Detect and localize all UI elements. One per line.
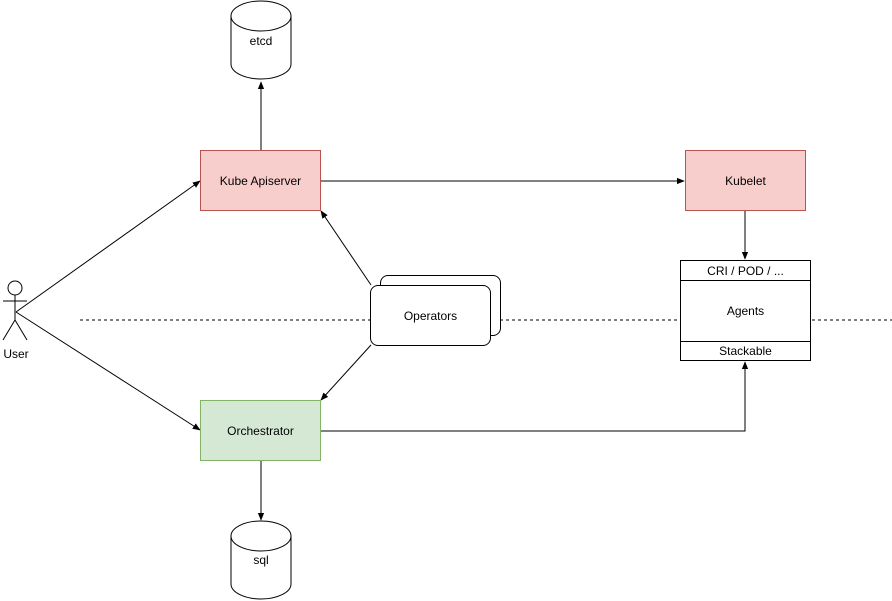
sql-database[interactable] <box>230 520 292 600</box>
kube-apiserver-label: Kube Apiserver <box>219 173 302 188</box>
agents-stack-bottom: Stackable <box>681 341 810 360</box>
sql-label: sql <box>253 553 269 567</box>
orchestrator-label: Orchestrator <box>227 423 294 438</box>
etcd-database[interactable] <box>230 0 292 80</box>
agents-stack-top: CRI / POD / ... <box>681 261 810 281</box>
orchestrator-node[interactable]: Orchestrator <box>200 400 321 461</box>
edge-orchestrator-agents <box>321 361 749 432</box>
operators-node[interactable]: Operators <box>370 285 491 346</box>
operators-label: Operators <box>403 308 458 323</box>
user-label: User <box>3 347 29 361</box>
edge-operators-orchestrator <box>320 344 372 401</box>
edge-user-orchestrator <box>15 311 201 431</box>
agents-stack-node[interactable]: CRI / POD / ... Agents Stackable <box>680 260 811 361</box>
agents-stack-top-label: CRI / POD / ... <box>707 263 784 278</box>
agents-stack-middle-label: Agents <box>726 304 765 318</box>
kubelet-label: Kubelet <box>725 173 766 188</box>
kubelet-node[interactable]: Kubelet <box>685 150 806 211</box>
edge-user-apiserver <box>15 180 201 313</box>
edge-operators-apiserver <box>320 210 372 286</box>
user-actor-icon[interactable] <box>2 280 28 341</box>
etcd-label: etcd <box>249 34 273 48</box>
kube-apiserver-node[interactable]: Kube Apiserver <box>200 150 321 211</box>
agents-stack-middle: Agents <box>681 281 810 341</box>
agents-stack-bottom-label: Stackable <box>719 344 772 358</box>
